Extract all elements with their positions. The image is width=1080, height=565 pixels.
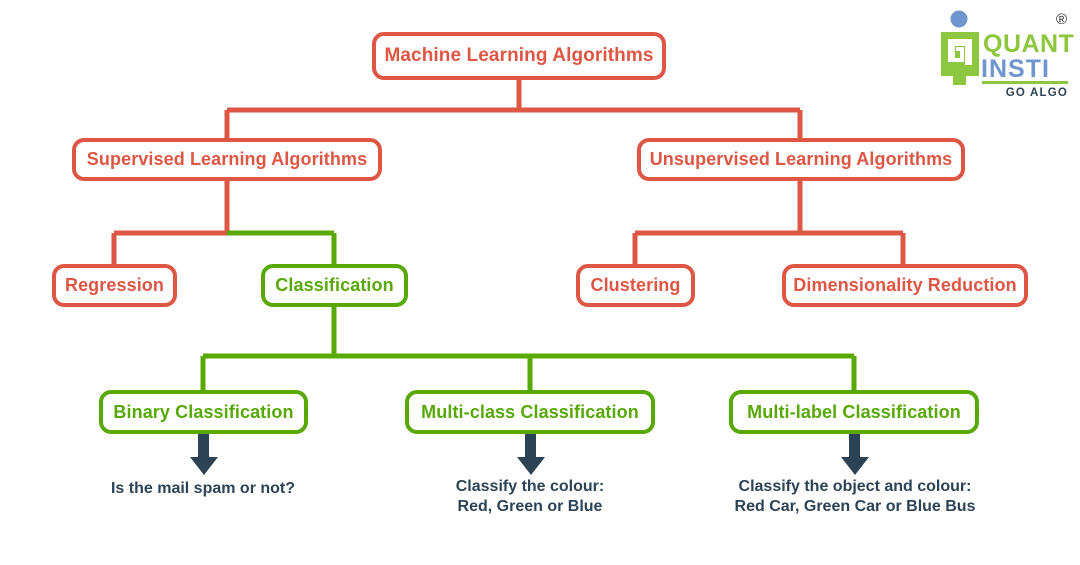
node-root-label: Machine Learning Algorithms bbox=[384, 45, 654, 66]
arrow-multiclass-icon bbox=[517, 434, 545, 475]
caption-multiclass-line2: Red, Green or Blue bbox=[457, 498, 603, 515]
node-binary-classification-label: Binary Classification bbox=[113, 401, 294, 422]
logo-word-quant: QUANT bbox=[983, 30, 1074, 58]
logo-underline bbox=[982, 81, 1068, 84]
arrow-multilabel-icon bbox=[841, 434, 869, 475]
caption-arrows bbox=[190, 434, 869, 475]
logo-tagline: GO ALGO bbox=[1006, 87, 1068, 99]
logo-q-mark-inner bbox=[948, 39, 972, 65]
node-regression[interactable]: Regression bbox=[52, 264, 177, 307]
node-multiclass-classification[interactable]: Multi-class Classification bbox=[405, 390, 655, 434]
node-multiclass-classification-label: Multi-class Classification bbox=[421, 401, 639, 422]
caption-multiclass: Classify the colour: Red, Green or Blue bbox=[415, 477, 645, 517]
node-binary-classification[interactable]: Binary Classification bbox=[99, 390, 308, 434]
quantinsti-logo: QUANT INSTI ® GO ALGO bbox=[941, 10, 1074, 99]
node-unsupervised[interactable]: Unsupervised Learning Algorithms bbox=[637, 138, 965, 181]
node-unsupervised-label: Unsupervised Learning Algorithms bbox=[649, 149, 953, 169]
node-multilabel-classification-label: Multi-label Classification bbox=[747, 401, 961, 422]
node-supervised[interactable]: Supervised Learning Algorithms bbox=[72, 138, 382, 181]
node-root[interactable]: Machine Learning Algorithms bbox=[372, 32, 666, 80]
node-classification-label: Classification bbox=[275, 275, 394, 295]
logo-word-insti: INSTI bbox=[981, 55, 1050, 83]
arrow-binary-icon bbox=[190, 434, 218, 475]
caption-multiclass-line1: Classify the colour: bbox=[455, 478, 605, 495]
node-supervised-label: Supervised Learning Algorithms bbox=[86, 149, 368, 169]
caption-multilabel: Classify the object and colour: Red Car,… bbox=[709, 477, 1001, 517]
node-classification[interactable]: Classification bbox=[261, 264, 408, 307]
caption-binary: Is the mail spam or not? bbox=[78, 479, 328, 499]
node-clustering-label: Clustering bbox=[590, 275, 681, 295]
logo-registered-icon: ® bbox=[1056, 11, 1067, 28]
logo-dot-icon bbox=[950, 10, 968, 28]
node-clustering[interactable]: Clustering bbox=[576, 264, 695, 307]
caption-multilabel-line1: Classify the object and colour: bbox=[738, 478, 972, 495]
caption-multilabel-line2: Red Car, Green Car or Blue Bus bbox=[734, 498, 976, 515]
node-regression-label: Regression bbox=[64, 275, 165, 295]
node-dimensionality-reduction-label: Dimensionality Reduction bbox=[793, 275, 1017, 295]
caption-binary-line1: Is the mail spam or not? bbox=[110, 480, 296, 497]
node-multilabel-classification[interactable]: Multi-label Classification bbox=[729, 390, 979, 434]
node-dimensionality-reduction[interactable]: Dimensionality Reduction bbox=[782, 264, 1028, 307]
